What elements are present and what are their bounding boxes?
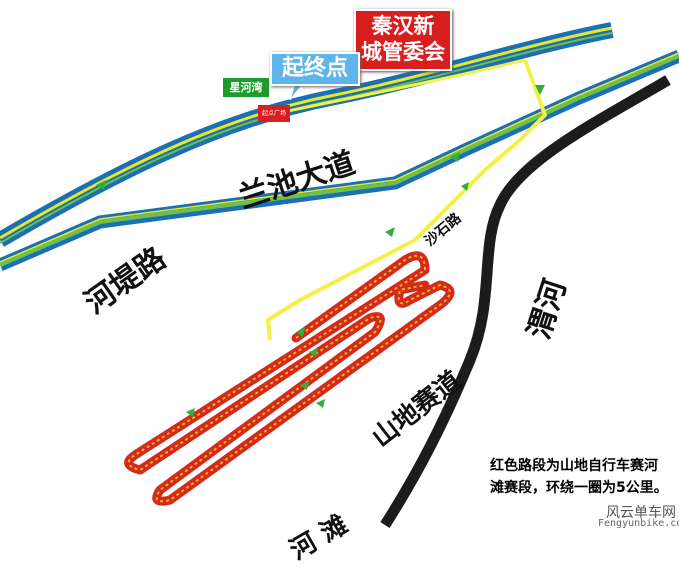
gravel-route (266, 59, 547, 341)
committee-label: 秦汉新 城管委会 (354, 9, 452, 71)
arrow-icon (309, 348, 318, 357)
arrow-icon (96, 180, 106, 190)
arrow-icon (385, 227, 395, 237)
start-finish-label: 起终点 (270, 52, 360, 86)
committee-line-1: 秦汉新 (371, 14, 435, 38)
arrow-icon (535, 85, 545, 95)
route-on-avenue (282, 58, 526, 114)
arrow-icon (450, 152, 460, 162)
course-note: 红色路段为山地自行车赛河滩赛段，环绕一圈为5公里。 (490, 458, 668, 496)
arrow-icon (296, 327, 305, 337)
route-map (0, 22, 679, 528)
hedi-road (0, 50, 679, 271)
arrow-icon (461, 182, 469, 191)
arrow-icon (316, 399, 325, 408)
committee-line-2: 城管委会 (361, 40, 445, 64)
watermark-cn: 风云单车网 (606, 505, 676, 521)
watermark-url: Fengyunbike.com (598, 518, 679, 529)
arrow-icon (300, 381, 309, 390)
arrow-icon (186, 408, 195, 417)
xinghewan-label: 星河湾 (223, 78, 269, 97)
mtb-course (124, 251, 455, 506)
weihe-river (380, 75, 671, 528)
direction-arrows (96, 85, 545, 417)
start-plaza-label: 起点广场 (258, 105, 290, 122)
